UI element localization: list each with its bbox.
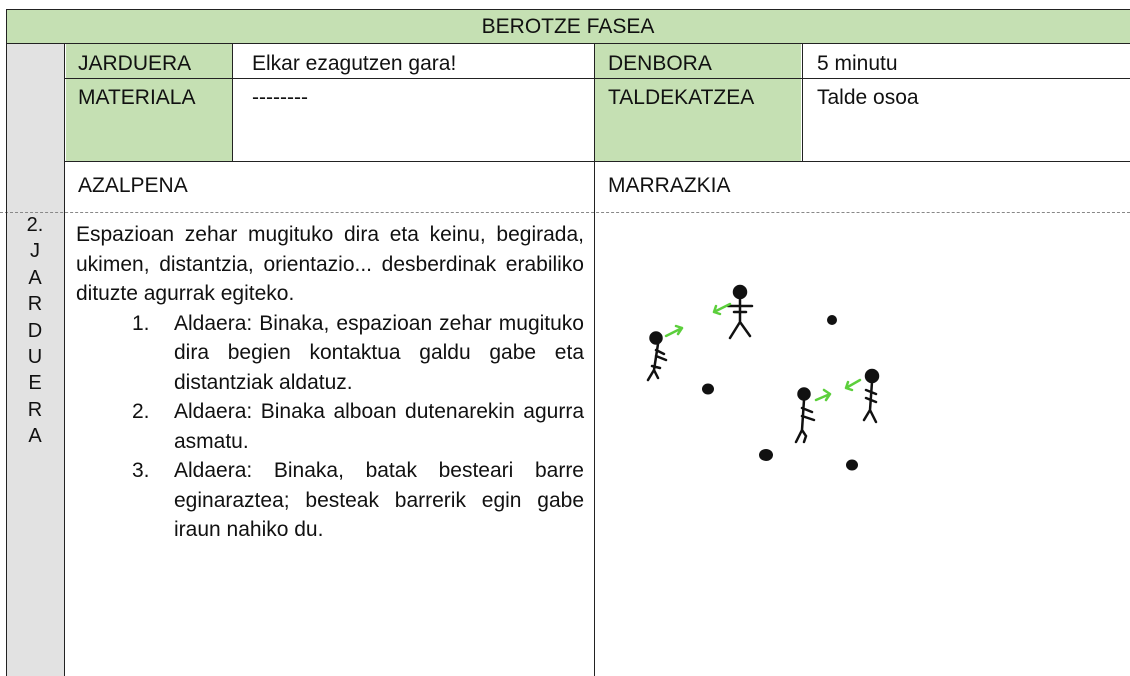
denbora-value: 5 minutu bbox=[817, 52, 898, 75]
materiala-value: -------- bbox=[252, 86, 308, 109]
list-item: 3. Aldaera: Binaka, batak besteari barre… bbox=[76, 456, 584, 545]
jarduera-label: JARDUERA bbox=[66, 44, 232, 78]
stick-figure bbox=[726, 284, 754, 340]
azalpena-label: AZALPENA bbox=[78, 174, 188, 197]
arrow-icon bbox=[712, 302, 732, 316]
activity-description: Espazioan zehar mugituko dira eta keinu,… bbox=[76, 220, 584, 545]
variations-list: 1. Aldaera: Binaka, espazioan zehar mugi… bbox=[76, 309, 584, 545]
section-letter: R bbox=[27, 293, 43, 316]
denbora-label: DENBORA bbox=[595, 44, 801, 78]
taldekatzea-value: Talde osoa bbox=[817, 86, 919, 109]
list-item: 2. Aldaera: Binaka alboan dutenarekin ag… bbox=[76, 397, 584, 456]
stick-figure bbox=[794, 387, 816, 444]
list-item-number: 3. bbox=[132, 459, 150, 482]
stick-figure bbox=[646, 331, 668, 382]
section-letter: D bbox=[27, 319, 43, 342]
list-item-text: Aldaera: Binaka, batak besteari barre eg… bbox=[174, 459, 584, 541]
section-letter: J bbox=[30, 240, 40, 263]
stick-figure bbox=[862, 368, 880, 424]
section-letter: A bbox=[28, 266, 42, 289]
section-side-bg bbox=[6, 44, 64, 676]
section-letter: A bbox=[28, 425, 42, 448]
arrow-icon bbox=[814, 388, 832, 402]
arrow-icon bbox=[844, 378, 862, 392]
list-item: 1. Aldaera: Binaka, espazioan zehar mugi… bbox=[76, 309, 584, 398]
list-item-text: Aldaera: Binaka alboan dutenarekin agurr… bbox=[174, 400, 584, 453]
phase-title: BEROTZE FASEA bbox=[481, 15, 655, 38]
section-vertical-label: 2. J A R D U E R A bbox=[4, 212, 66, 450]
jarduera-value: Elkar ezagutzen gara! bbox=[252, 52, 457, 75]
ball bbox=[702, 383, 714, 395]
list-item-number: 2. bbox=[132, 400, 150, 423]
section-letter: U bbox=[27, 345, 43, 368]
arrow-icon bbox=[664, 324, 684, 338]
marrazkia-label: MARRAZKIA bbox=[608, 174, 731, 197]
section-letter: R bbox=[27, 398, 43, 421]
ball bbox=[827, 315, 837, 325]
ball bbox=[759, 449, 773, 461]
list-item-number: 1. bbox=[132, 311, 150, 335]
section-letter: E bbox=[28, 372, 42, 395]
section-number: 2. bbox=[26, 214, 44, 236]
description-intro: Espazioan zehar mugituko dira eta keinu,… bbox=[76, 223, 584, 305]
activity-drawing bbox=[646, 284, 880, 471]
list-item-text: Aldaera: Binaka, espazioan zehar mugituk… bbox=[174, 311, 584, 394]
ball bbox=[846, 459, 858, 471]
phase-header: BEROTZE FASEA bbox=[6, 10, 1130, 44]
taldekatzea-label: TALDEKATZEA bbox=[595, 79, 801, 161]
materiala-label: MATERIALA bbox=[66, 79, 232, 161]
